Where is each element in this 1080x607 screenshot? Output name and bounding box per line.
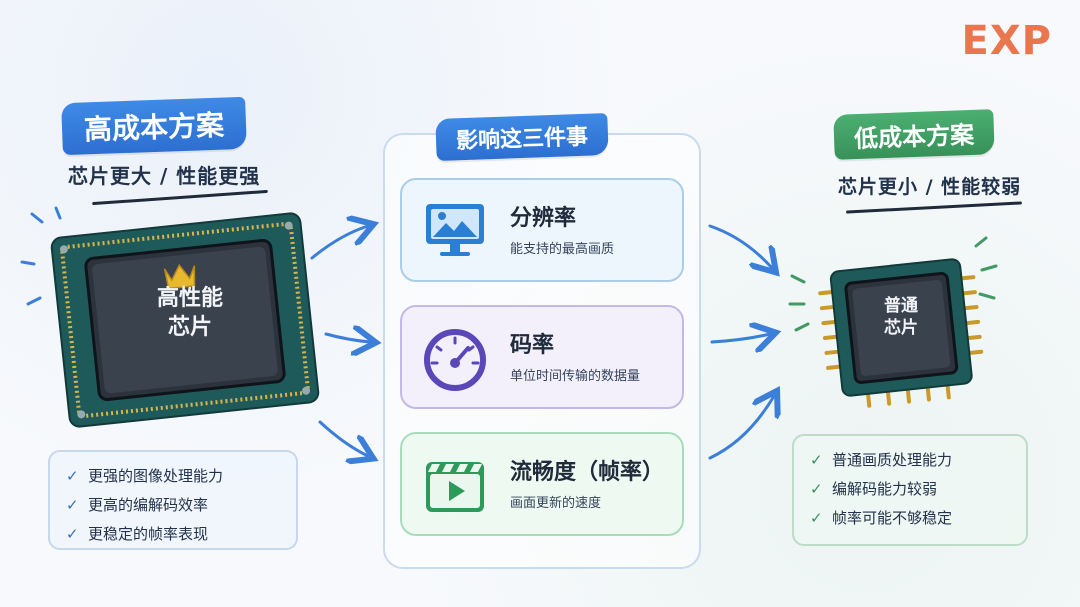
card-framerate: 流畅度（帧率） 画面更新的速度 <box>400 432 684 536</box>
left-feature-list: ✓更强的图像处理能力 ✓更高的编解码效率 ✓更稳定的帧率表现 <box>48 450 298 550</box>
right-banner-text: 低成本方案 <box>853 120 975 154</box>
card-title: 分辨率 <box>510 206 577 231</box>
card-desc: 画面更新的速度 <box>510 496 602 511</box>
left-banner: 高成本方案 <box>61 96 247 156</box>
card-title: 流畅度（帧率） <box>510 460 665 485</box>
check-icon: ✓ <box>66 467 79 485</box>
card-bitrate: 码率 单位时间传输的数据量 <box>400 305 684 409</box>
card-title: 码率 <box>510 333 555 358</box>
speedometer-icon <box>420 323 490 393</box>
card-desc: 能支持的最高画质 <box>510 242 615 257</box>
list-item: ✓更强的图像处理能力 <box>66 462 280 491</box>
right-banner: 低成本方案 <box>833 109 995 160</box>
list-item: ✓编解码能力较弱 <box>810 475 1010 504</box>
center-banner: 影响这三件事 <box>435 113 609 161</box>
brand-logo: EXP <box>961 18 1052 64</box>
left-subtitle: 芯片更大 / 性能更强 <box>68 164 261 188</box>
check-icon: ✓ <box>810 480 823 498</box>
video-play-icon <box>420 450 490 520</box>
right-chip-label: 普通 芯片 <box>884 296 918 339</box>
high-performance-chip: 高性能 芯片 <box>40 205 330 435</box>
check-icon: ✓ <box>66 496 79 514</box>
check-icon: ✓ <box>810 451 823 469</box>
check-icon: ✓ <box>66 525 79 543</box>
right-chip-sparkles <box>788 236 998 332</box>
right-subtitle: 芯片更小 / 性能较弱 <box>838 176 1022 198</box>
list-item: ✓更高的编解码效率 <box>66 491 280 520</box>
arrow-left-mid <box>324 334 370 342</box>
arrow-right-mid <box>710 334 770 342</box>
check-icon: ✓ <box>810 509 823 527</box>
left-chip-label: 高性能 芯片 <box>156 286 223 340</box>
card-desc: 单位时间传输的数据量 <box>510 369 641 384</box>
arrow-left-bottom <box>318 420 368 456</box>
monitor-image-icon <box>420 196 490 266</box>
normal-chip: 普通 芯片 <box>806 240 996 410</box>
center-banner-text: 影响这三件事 <box>455 124 589 155</box>
left-banner-text: 高成本方案 <box>83 108 225 147</box>
right-feature-list: ✓普通画质处理能力 ✓编解码能力较弱 ✓帧率可能不够稳定 <box>792 434 1028 546</box>
list-item: ✓普通画质处理能力 <box>810 446 1010 475</box>
crown-icon <box>163 263 196 290</box>
list-item: ✓帧率可能不够稳定 <box>810 504 1010 533</box>
list-item: ✓更稳定的帧率表现 <box>66 520 280 549</box>
left-chip-sparkles <box>20 206 62 306</box>
arrow-right-bottom <box>708 396 774 460</box>
card-resolution: 分辨率 能支持的最高画质 <box>400 178 684 282</box>
arrow-right-top <box>708 224 772 268</box>
arrow-left-top <box>310 226 368 260</box>
